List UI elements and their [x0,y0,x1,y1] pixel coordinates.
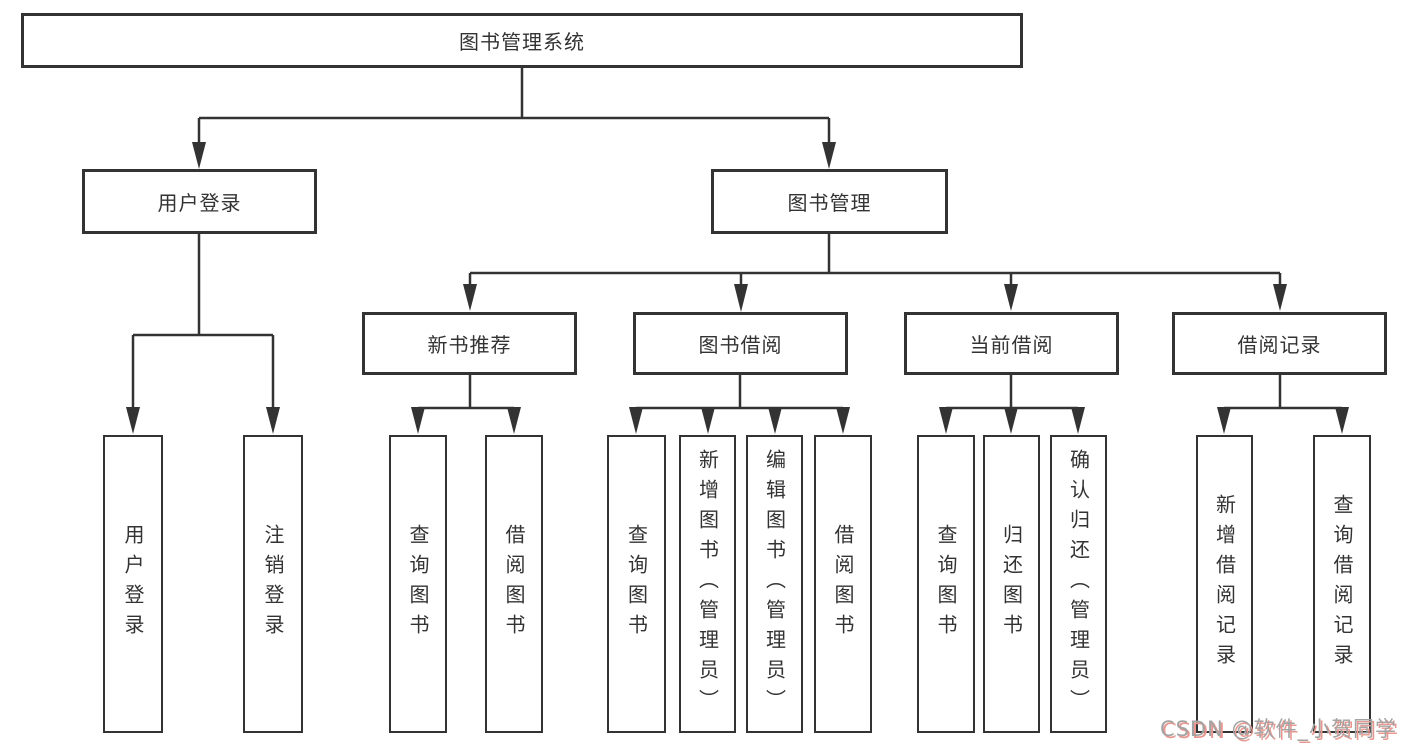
node-label: 借阅图书 [831,524,855,644]
watermark: CSDN @软件_小贺同学 [1159,717,1397,741]
node-label: 用户登录 [157,191,242,215]
node-label: 归还图书 [999,524,1024,644]
connector-current-borrow-to-leaves [946,375,1078,410]
arrowhead [701,407,715,434]
arrowhead [507,407,521,434]
leaf-logout: 注销登录 [243,435,303,733]
node-label: 新增图书（管理员） [695,449,720,719]
node-book-management: 图书管理 [711,169,948,234]
arrowhead [939,407,953,434]
connector-root-to-level2 [197,68,831,146]
arrowhead [1004,284,1018,311]
node-label: 注销登录 [261,524,285,644]
node-book-borrowing: 图书借阅 [633,312,848,375]
arrowhead [822,142,836,169]
leaf-edit-books-admin: 编辑图书（管理员） [746,435,803,733]
leaf-query-books-borrow: 查询图书 [607,435,666,733]
node-label: 借阅图书 [502,524,526,644]
leaf-borrow-books: 借阅图书 [814,435,872,733]
arrowhead [192,142,206,169]
node-label: 图书管理 [787,191,872,215]
arrowhead [734,284,748,312]
arrowhead [463,284,477,311]
leaf-query-books-current: 查询图书 [917,435,975,733]
node-current-borrowing: 当前借阅 [904,312,1119,375]
arrowhead [1335,407,1349,434]
arrowhead [768,407,782,434]
connector-book-borrow-to-leaves [636,375,843,410]
node-label: 查询图书 [934,524,958,644]
leaf-return-books: 归还图书 [983,435,1040,733]
node-label: 图书管理系统 [459,30,585,54]
arrowhead [1217,407,1231,434]
arrowhead [1273,284,1287,311]
connector-borrow-records-to-leaves [1224,375,1342,410]
node-new-book-recommendation: 新书推荐 [362,312,577,375]
node-borrowing-records: 借阅记录 [1172,312,1387,375]
arrowhead [1004,407,1018,434]
node-label: 借阅记录 [1237,333,1322,357]
node-label: 编辑图书（管理员） [762,449,787,719]
arrowhead [266,407,280,434]
leaf-confirm-return-admin: 确认归还（管理员） [1050,435,1107,733]
leaf-borrow-books-recommend: 借阅图书 [485,435,543,733]
arrowhead [411,407,425,434]
leaf-query-borrow-record: 查询借阅记录 [1313,435,1371,733]
node-label: 当前借阅 [969,333,1054,357]
node-label: 新增借阅记录 [1212,494,1237,674]
node-user-login: 用户登录 [82,169,317,234]
node-label: 用户登录 [121,524,145,644]
leaf-user-login: 用户登录 [103,435,163,733]
node-label: 查询借阅记录 [1330,494,1354,674]
arrowhead [126,407,140,434]
leaf-add-books-admin: 新增图书（管理员） [679,435,736,733]
connector-book-mgmt-to-level3 [468,234,1282,285]
node-label: 确认归还（管理员） [1066,449,1091,719]
node-label: 图书借阅 [698,333,783,357]
arrowhead [629,407,643,434]
arrowhead [1071,407,1085,434]
arrowhead [836,407,850,434]
node-label: 查询图书 [406,524,430,644]
connector-new-book-to-leaves [418,375,514,410]
node-label: 查询图书 [624,524,649,644]
node-label: 新书推荐 [427,333,512,357]
connector-user-login-to-leaves [131,233,275,410]
leaf-query-books-recommend: 查询图书 [389,435,447,733]
node-library-management-system: 图书管理系统 [21,13,1023,68]
leaf-add-borrow-record: 新增借阅记录 [1196,435,1253,733]
